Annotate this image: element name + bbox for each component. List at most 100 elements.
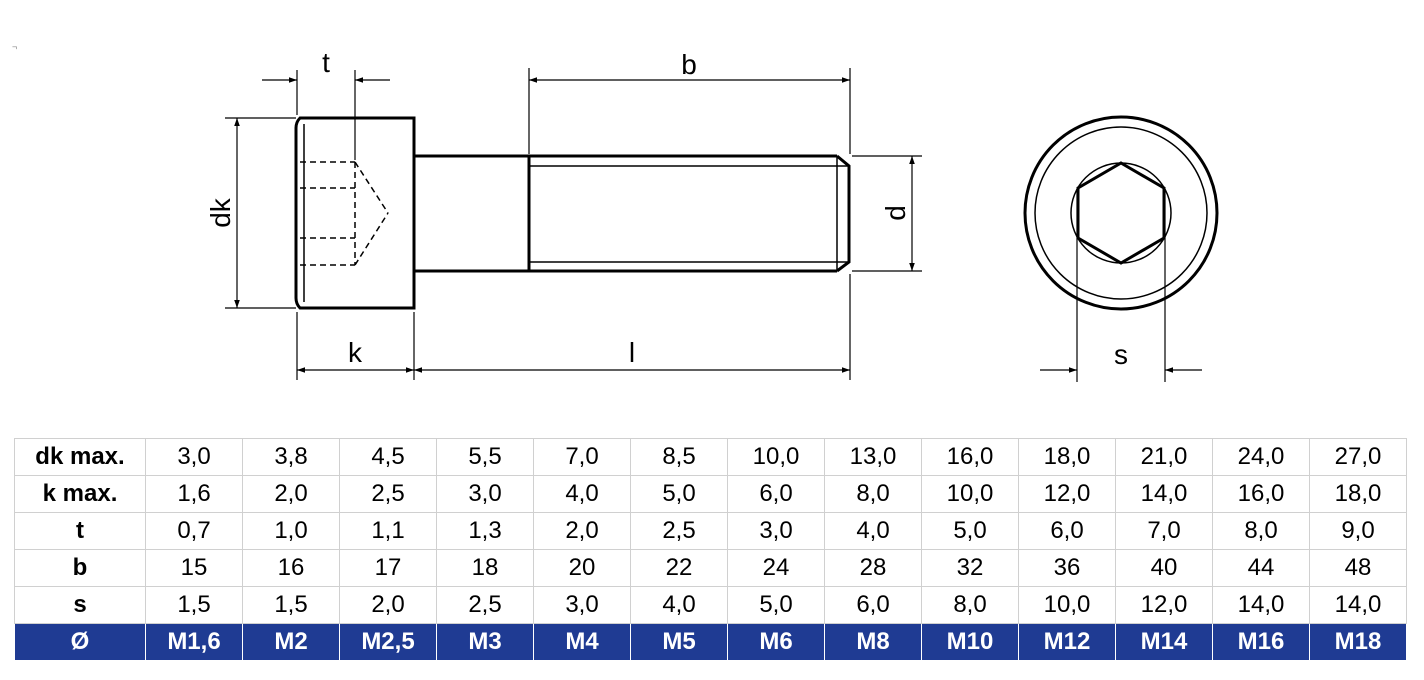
table-cell: 40 — [1115, 549, 1213, 587]
table-cell: 8,0 — [1212, 512, 1310, 550]
dim-label-k: k — [348, 337, 363, 368]
table-cell: 24,0 — [1212, 438, 1310, 476]
table-cell: 18,0 — [1309, 475, 1407, 513]
table-cell: 12,0 — [1018, 475, 1116, 513]
table-cell: 18,0 — [1018, 438, 1116, 476]
table-cell: M14 — [1115, 623, 1213, 661]
table-cell: 2,5 — [339, 475, 437, 513]
table-cell: 2,5 — [630, 512, 728, 550]
table-cell: 14,0 — [1115, 475, 1213, 513]
dim-label-d: d — [880, 205, 911, 221]
table-cell: 8,0 — [921, 586, 1019, 624]
table-cell: 3,0 — [727, 512, 825, 550]
table-cell: 16,0 — [1212, 475, 1310, 513]
table-cell: 5,0 — [630, 475, 728, 513]
table-cell: 44 — [1212, 549, 1310, 587]
table-cell: 7,0 — [533, 438, 631, 476]
table-cell: 9,0 — [1309, 512, 1407, 550]
table-cell: 5,0 — [727, 586, 825, 624]
hex-socket — [1076, 161, 1166, 265]
dimension-s — [1040, 190, 1202, 382]
row-label: Ø — [14, 623, 146, 661]
table-cell: 16,0 — [921, 438, 1019, 476]
thread-minor-lines — [529, 165, 849, 263]
table-cell: 24 — [727, 549, 825, 587]
table-cell: 2,5 — [436, 586, 534, 624]
corner-mark-left: ¬ — [12, 42, 18, 52]
table-cell: 4,0 — [824, 512, 922, 550]
socket-head-screw-drawing: t b dk d k l s — [205, 47, 1219, 382]
table-cell: 8,0 — [824, 475, 922, 513]
row-label: k max. — [14, 475, 146, 513]
table-cell: 22 — [630, 549, 728, 587]
table-cell: 20 — [533, 549, 631, 587]
table-cell: 14,0 — [1309, 586, 1407, 624]
table-cell: 2,0 — [242, 475, 340, 513]
table-cell: 27,0 — [1309, 438, 1407, 476]
table-cell: 5,5 — [436, 438, 534, 476]
screw-head-outline — [294, 116, 416, 310]
table-cell: M16 — [1212, 623, 1310, 661]
table-cell: 14,0 — [1212, 586, 1310, 624]
table-cell: 17 — [339, 549, 437, 587]
table-cell: 6,0 — [824, 586, 922, 624]
table-cell: 3,0 — [533, 586, 631, 624]
table-cell: M18 — [1309, 623, 1407, 661]
dimension-lines — [225, 68, 922, 380]
table-cell: M1,6 — [145, 623, 243, 661]
table-cell: 10,0 — [921, 475, 1019, 513]
table-cell: M3 — [436, 623, 534, 661]
table-cell: 12,0 — [1115, 586, 1213, 624]
table-cell: 18 — [436, 549, 534, 587]
table-cell: 36 — [1018, 549, 1116, 587]
table-cell: M6 — [727, 623, 825, 661]
table-cell: 1,1 — [339, 512, 437, 550]
row-label: t — [14, 512, 146, 550]
table-cell: 6,0 — [727, 475, 825, 513]
table-cell: 4,5 — [339, 438, 437, 476]
table-cell: 0,7 — [145, 512, 243, 550]
hex-socket-hidden-lines — [300, 161, 389, 266]
screw-side-view — [294, 116, 851, 310]
table-cell: 10,0 — [727, 438, 825, 476]
table-cell: M4 — [533, 623, 631, 661]
table-cell: 3,8 — [242, 438, 340, 476]
screw-shank — [414, 154, 851, 273]
table-cell: 1,3 — [436, 512, 534, 550]
table-cell: 28 — [824, 549, 922, 587]
table-cell: 1,5 — [242, 586, 340, 624]
table-cell: 1,6 — [145, 475, 243, 513]
table-cell: M12 — [1018, 623, 1116, 661]
table-cell: 1,5 — [145, 586, 243, 624]
table-cell: 16 — [242, 549, 340, 587]
table-cell: 2,0 — [533, 512, 631, 550]
table-cell: 15 — [145, 549, 243, 587]
table-cell: M10 — [921, 623, 1019, 661]
table-cell: 6,0 — [1018, 512, 1116, 550]
table-cell: 2,0 — [339, 586, 437, 624]
table-cell: 48 — [1309, 549, 1407, 587]
table-cell: M5 — [630, 623, 728, 661]
table-cell: 21,0 — [1115, 438, 1213, 476]
dim-label-s: s — [1114, 339, 1128, 370]
dim-label-t: t — [322, 47, 330, 78]
dim-label-l: l — [629, 337, 635, 368]
table-cell: 4,0 — [630, 586, 728, 624]
table-cell: M2 — [242, 623, 340, 661]
table-cell: 5,0 — [921, 512, 1019, 550]
table-cell: M8 — [824, 623, 922, 661]
row-label: b — [14, 549, 146, 587]
table-cell: 10,0 — [1018, 586, 1116, 624]
dim-label-b: b — [681, 49, 697, 80]
head-inner-circle — [1034, 126, 1208, 300]
table-cell: 3,0 — [145, 438, 243, 476]
table-cell: 32 — [921, 549, 1019, 587]
row-label: s — [14, 586, 146, 624]
screw-top-view — [1023, 115, 1219, 311]
table-cell: 1,0 — [242, 512, 340, 550]
